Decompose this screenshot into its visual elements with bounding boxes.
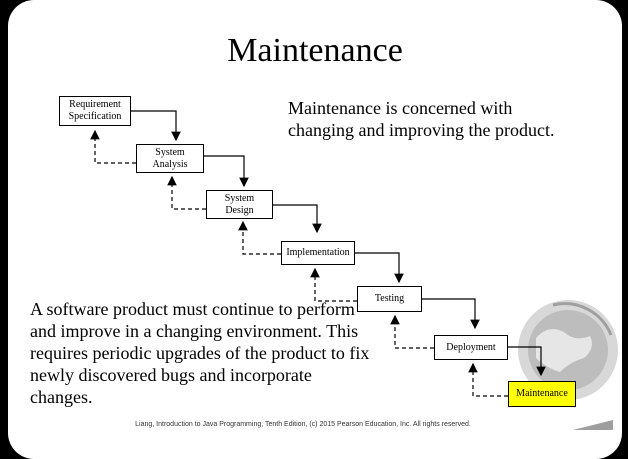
- globe-arc: [552, 302, 613, 336]
- page-number-tab: [573, 420, 613, 430]
- arrow-to-system-analysis: [131, 110, 181, 142]
- arrow-to-deployment: [422, 298, 480, 330]
- page-number: 54: [556, 418, 566, 429]
- arrow-to-maintenance: [508, 346, 546, 377]
- maintenance-description: Maintenance is concerned with changing a…: [288, 98, 555, 140]
- step-deployment: Deployment: [434, 335, 508, 360]
- feedback-to-requirement: [90, 129, 136, 164]
- feedback-to-deployment: [468, 362, 508, 397]
- slide-title: Maintenance: [227, 32, 403, 69]
- step-system-design: System Design: [206, 190, 273, 219]
- arrow-to-testing: [355, 252, 404, 284]
- feedback-to-system-analysis: [167, 175, 206, 210]
- globe-landmass: [536, 329, 592, 372]
- step-requirement-specification: Requirement Specification: [59, 96, 131, 126]
- feedback-to-system-design: [238, 220, 281, 255]
- step-implementation: Implementation: [281, 241, 355, 265]
- waterfall-connectors: [90, 110, 546, 397]
- software-product-note: A software product must continue to perf…: [30, 299, 370, 407]
- step-system-analysis: System Analysis: [136, 144, 204, 173]
- step-maintenance: Maintenance: [508, 381, 576, 407]
- copyright-footer: Liang, Introduction to Java Programming,…: [135, 421, 471, 428]
- arrow-to-system-design: [204, 155, 249, 188]
- arrow-to-implementation: [273, 204, 322, 234]
- feedback-to-testing: [390, 314, 434, 349]
- slide: Maintenance Requi: [8, 0, 622, 459]
- step-testing: Testing: [357, 286, 422, 312]
- feedback-to-implementation: [310, 267, 357, 302]
